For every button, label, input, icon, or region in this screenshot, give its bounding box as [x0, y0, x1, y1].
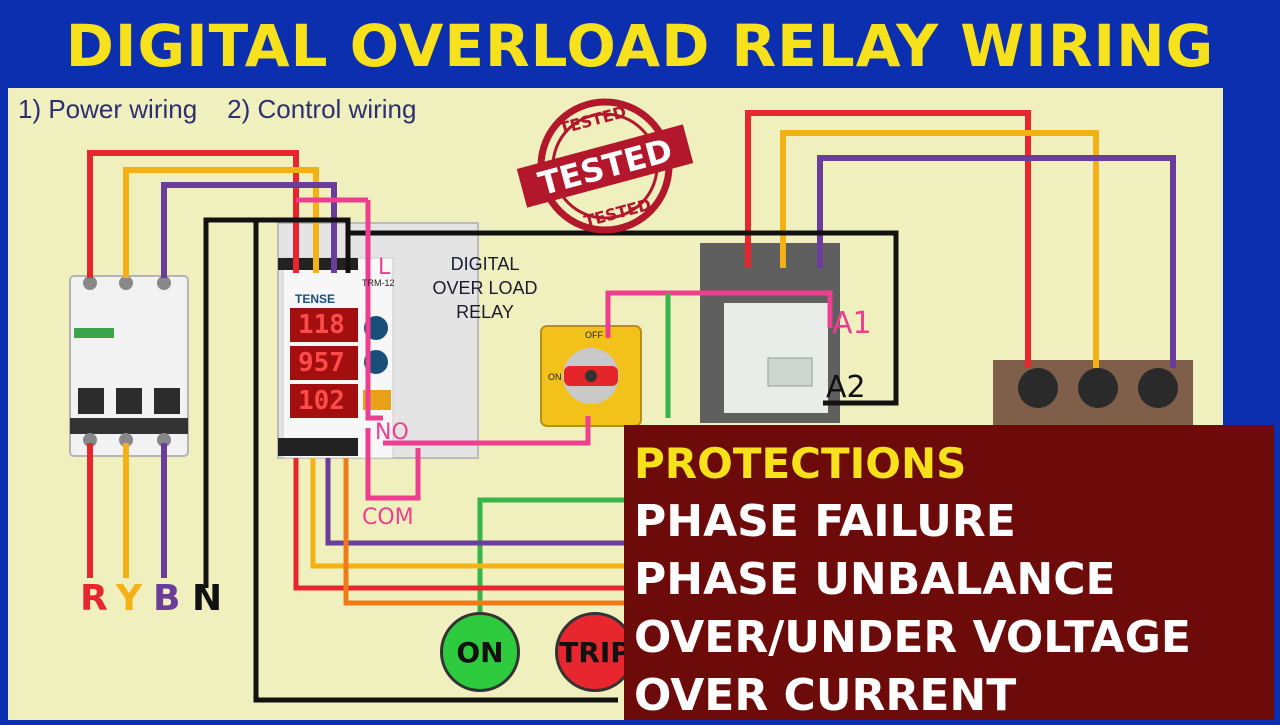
relay-caption-line: OVER LOAD	[432, 278, 538, 298]
relay-terminal-com: COM	[362, 505, 414, 530]
contactor-device	[700, 243, 840, 423]
trip-button[interactable]: TRIP	[555, 612, 635, 692]
terminal-block	[993, 360, 1193, 430]
protection-item: OVER/UNDER VOLTAGE	[634, 612, 1191, 663]
phase-b-label: B	[153, 578, 181, 619]
tested-stamp: TESTED TESTED TESTED	[516, 98, 694, 234]
wiring-lines	[69, 110, 1193, 703]
switch-on-label: ON	[548, 372, 562, 382]
relay-caption-line: DIGITAL	[450, 254, 520, 274]
phase-r-label: R	[80, 578, 108, 619]
relay-display-3: 102	[298, 386, 345, 416]
selector-switch-device	[540, 325, 642, 427]
phase-y-label: Y	[116, 578, 143, 619]
contactor-a1-label: A1	[832, 306, 872, 341]
wiring-diagram	[8, 88, 1223, 720]
relay-terminal-l: L	[378, 255, 391, 280]
relay-caption: DIGITAL OVER LOAD RELAY	[425, 252, 545, 324]
subtitle-control: 2) Control wiring	[227, 94, 417, 124]
relay-caption-line: RELAY	[456, 302, 514, 322]
mcb-breaker	[69, 275, 189, 457]
relay-brand: TENSE	[295, 292, 336, 306]
protections-panel: PROTECTIONS PHASE FAILURE PHASE UNBALANC…	[624, 425, 1274, 721]
stamp-text-main: TESTED	[534, 131, 676, 203]
protection-item: OVER CURRENT	[634, 670, 1017, 721]
contactor-a2-label: A2	[826, 370, 866, 405]
page-title: DIGITAL OVERLOAD RELAY WIRING	[0, 0, 1280, 88]
stamp-text-top: TESTED	[557, 102, 628, 138]
phase-n-label: N	[192, 578, 223, 619]
subtitle: 1) Power wiring 2) Control wiring	[18, 94, 446, 125]
relay-model: TRM-12	[362, 278, 395, 288]
relay-display-2: 957	[298, 348, 345, 378]
relay-display-1: 118	[298, 310, 345, 340]
protections-heading: PROTECTIONS	[634, 439, 967, 488]
relay-terminal-no: NO	[375, 420, 409, 445]
protection-item: PHASE UNBALANCE	[634, 554, 1116, 605]
subtitle-power: 1) Power wiring	[18, 94, 198, 124]
protection-item: PHASE FAILURE	[634, 496, 1016, 547]
switch-off-label: OFF	[585, 330, 603, 340]
on-button[interactable]: ON	[440, 612, 520, 692]
